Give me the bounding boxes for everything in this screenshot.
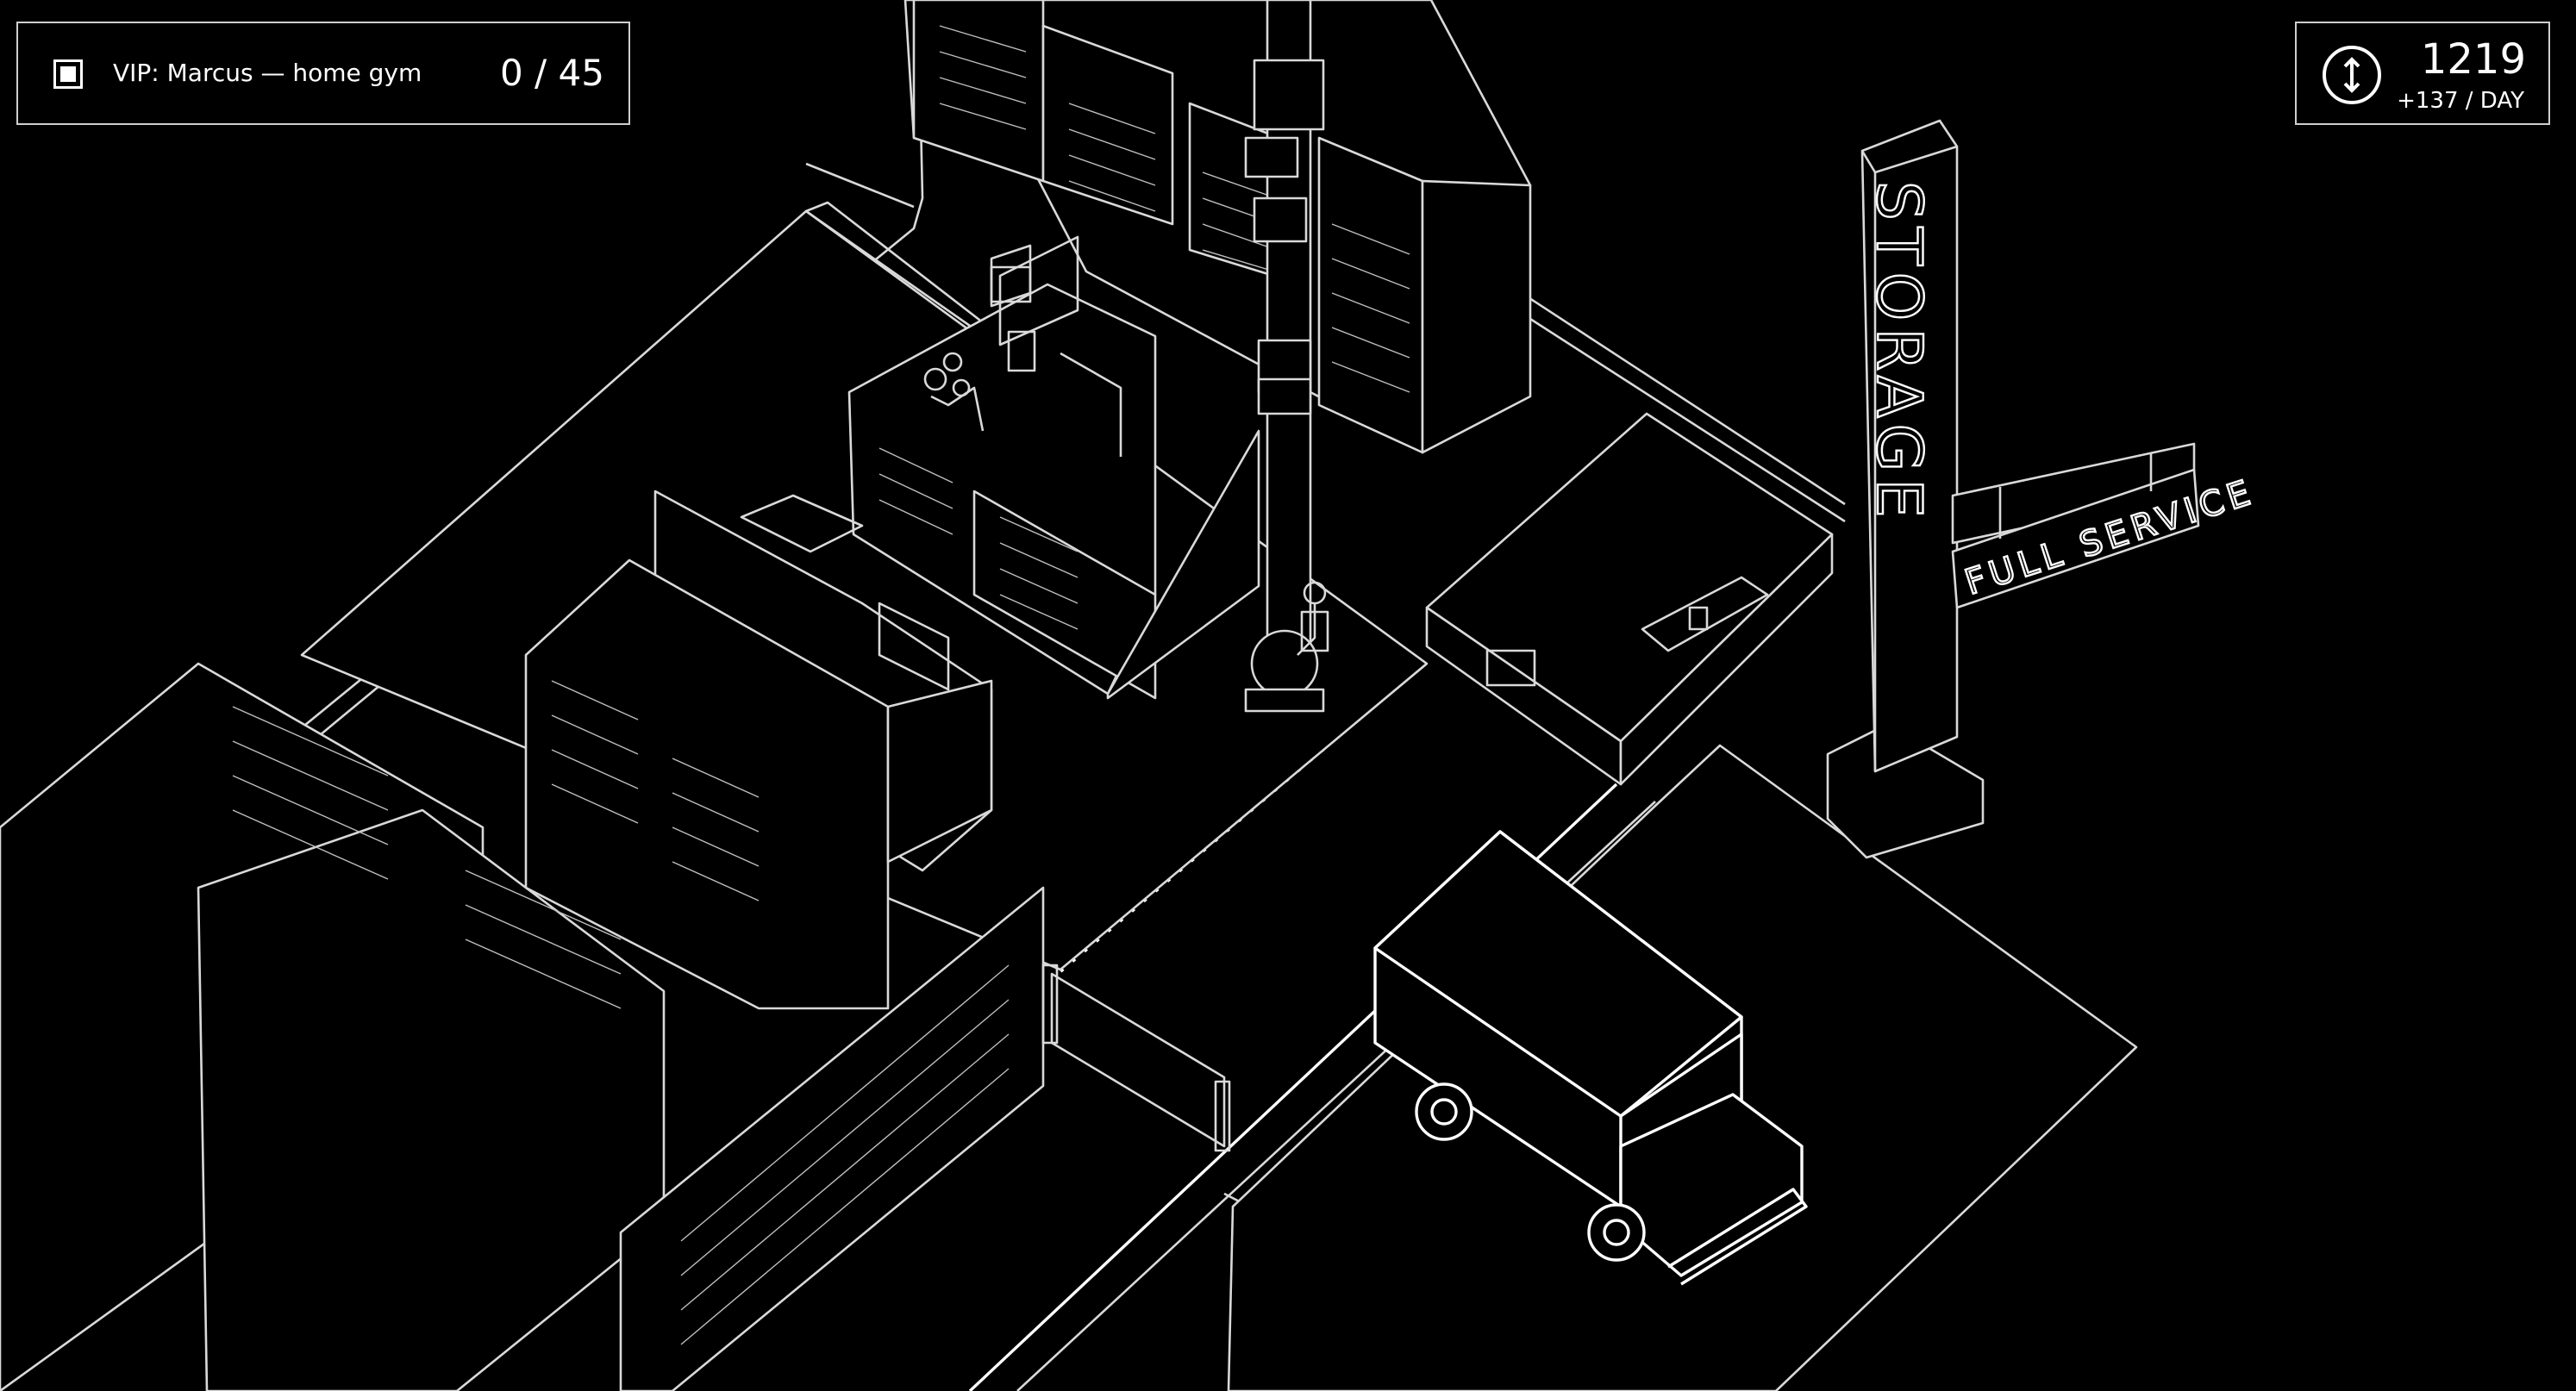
- currency-amount: 1219: [2420, 35, 2526, 84]
- task-panel[interactable]: VIP: Marcus — home gym 0 / 45: [16, 22, 630, 125]
- currency-panel[interactable]: 1219 +137 / DAY: [2295, 22, 2550, 125]
- currency-daily-rate: +137 / DAY: [2397, 88, 2524, 114]
- crane-robot[interactable]: [1244, 0, 1329, 713]
- storage-building-back: [903, 0, 1532, 454]
- full-service-sign: [1951, 442, 2200, 609]
- storage-unit-gym: [847, 235, 1260, 700]
- task-checkbox[interactable]: [53, 59, 83, 89]
- delivery-truck[interactable]: [1373, 830, 1808, 1286]
- storage-sign-tower: [1826, 119, 1985, 859]
- gate-fence: [1041, 964, 1231, 1152]
- coin-icon: [2323, 46, 2381, 104]
- storage-sign-text: STORAGE: [1863, 181, 1935, 525]
- task-label: VIP: Marcus — home gym: [113, 59, 422, 87]
- task-progress: 0 / 45: [499, 52, 604, 94]
- storage-units-middle: [524, 490, 993, 1010]
- storage-units-front-left: [0, 662, 1045, 1391]
- office-kiosk: [1425, 412, 1834, 786]
